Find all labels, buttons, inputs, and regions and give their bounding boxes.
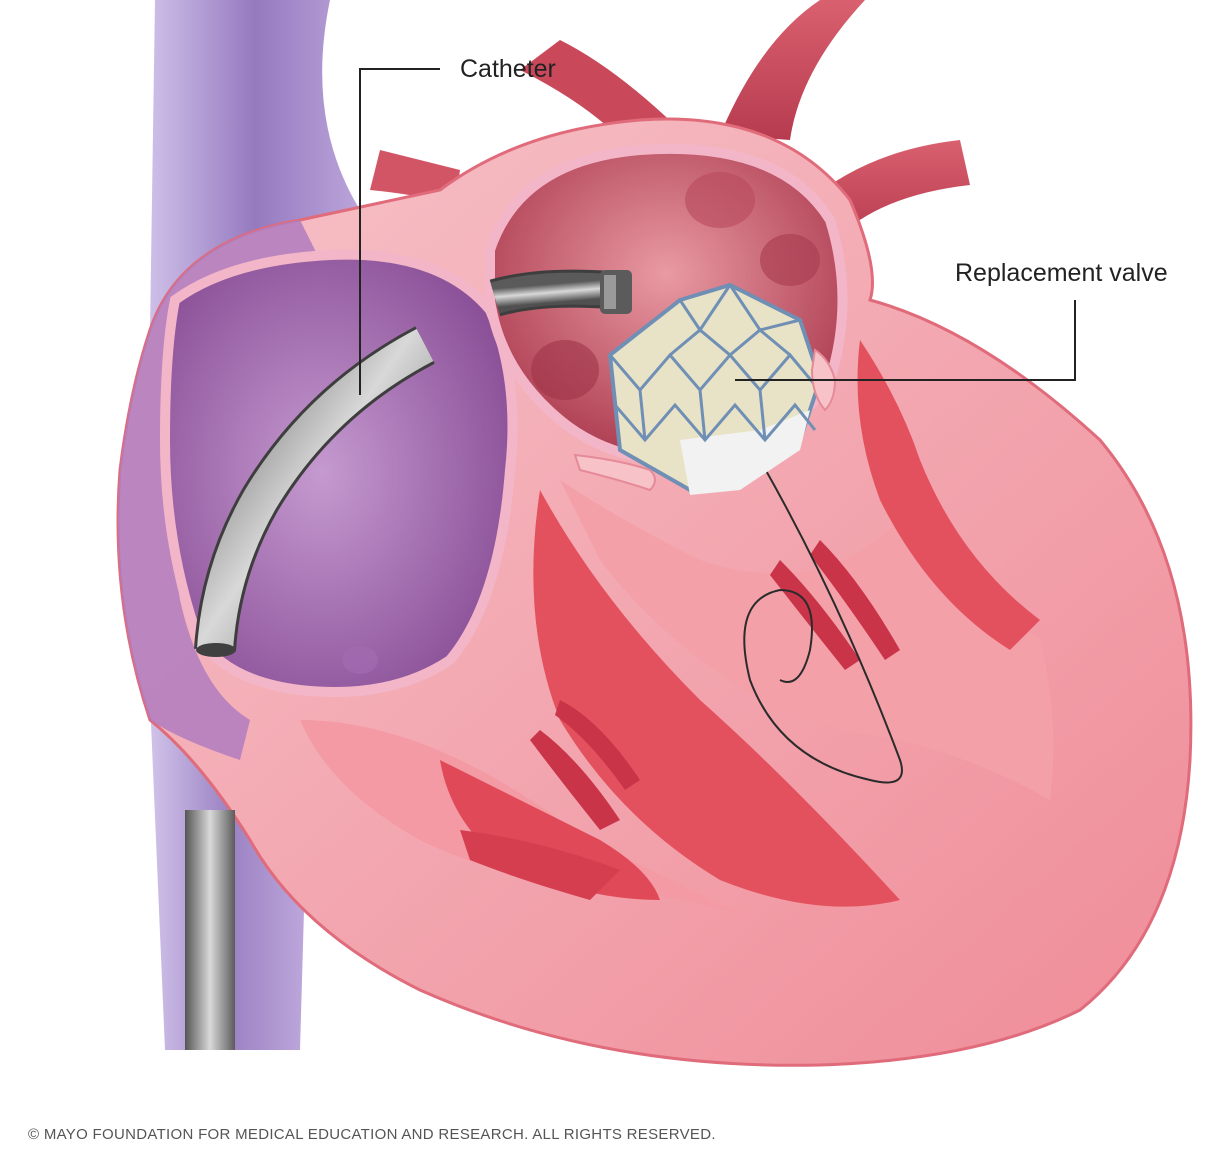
replacement-valve-label: Replacement valve: [955, 259, 1168, 287]
catheter-aorta: [489, 269, 632, 317]
catheter-label: Catheter: [460, 55, 556, 83]
replacement-valve: [607, 282, 823, 495]
catheter-vein: [185, 810, 235, 1050]
guidewire: [743, 459, 903, 784]
callout-lines: [359, 68, 1076, 395]
copyright-credit: © MAYO FOUNDATION FOR MEDICAL EDUCATION …: [28, 1126, 716, 1143]
ventricles: [300, 340, 1054, 920]
catheter-atrium: [194, 326, 435, 657]
